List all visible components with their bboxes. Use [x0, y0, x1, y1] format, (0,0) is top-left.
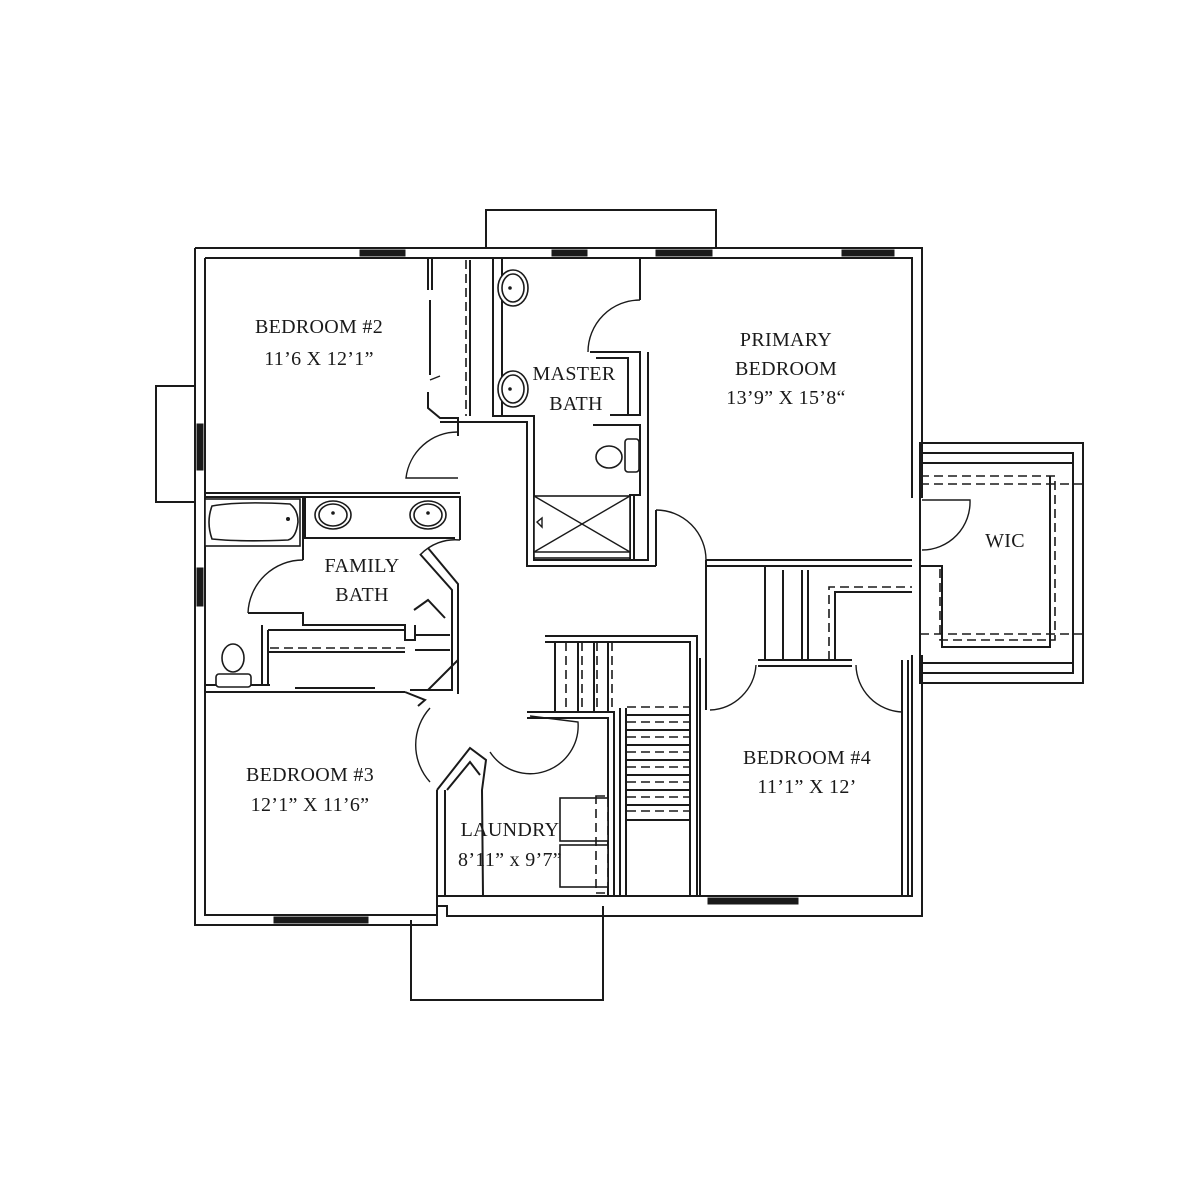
primary-name-line2: BEDROOM: [735, 358, 837, 380]
window: [707, 897, 799, 905]
window: [551, 249, 588, 257]
bedroom4-dimensions: 11’1” X 12’: [757, 776, 856, 798]
sink-icon: [413, 503, 443, 527]
door-primary-entry: [587, 299, 641, 353]
interior-walls: [205, 258, 912, 897]
laundry-name: LAUNDRY: [461, 819, 560, 841]
sink-icon: [501, 273, 525, 303]
left-bump-out: [155, 385, 196, 503]
window: [655, 249, 713, 257]
primary-dimensions: 13’9” X 15’8“: [726, 387, 845, 409]
bottom-porch: [410, 906, 604, 1001]
bedroom2-dimensions: 11’6 X 12’1”: [264, 348, 374, 370]
master-bath-name-line1: MASTER: [533, 363, 616, 385]
door-laundry: [489, 715, 579, 775]
window: [273, 916, 369, 924]
top-bump-out: [485, 209, 717, 249]
toilet-icon: [595, 445, 623, 469]
exterior-walls: [194, 247, 923, 926]
fixtures: [204, 269, 640, 894]
dryer-icon: [559, 844, 609, 888]
window: [359, 249, 406, 257]
room-labels: BEDROOM #2 11’6 X 12’1” PRIMARY BEDROOM …: [246, 316, 1025, 871]
window: [196, 423, 204, 471]
bathtub-icon: [208, 502, 299, 542]
doors: [247, 299, 903, 783]
wic-door-swing: [921, 499, 971, 551]
door-bedroom4-closet: [855, 664, 903, 713]
door-family-bath-hall: [419, 539, 461, 556]
primary-name-line1: PRIMARY: [740, 329, 832, 351]
master-bath-name-line2: BATH: [549, 393, 602, 415]
shower-icon: [533, 495, 631, 559]
window: [841, 249, 895, 257]
bedroom4-name: BEDROOM #4: [743, 747, 871, 769]
wic-wing: [919, 442, 1084, 684]
bedroom2-name: BEDROOM #2: [255, 316, 383, 338]
wic-name: WIC: [985, 530, 1025, 552]
door-wic-closet: [429, 375, 441, 381]
family-bath-name-line1: FAMILY: [325, 555, 400, 577]
stairs: [554, 642, 690, 821]
toilet-tank: [215, 673, 252, 688]
bedroom3-dimensions: 12’1” X 11’6”: [251, 794, 370, 816]
toilet-tank: [624, 438, 640, 473]
laundry-dimensions: 8’11” x 9’7”: [458, 849, 562, 871]
family-bath-name-line2: BATH: [335, 584, 388, 606]
bedroom3-name: BEDROOM #3: [246, 764, 374, 786]
sink-icon: [318, 503, 348, 527]
window: [196, 567, 204, 607]
washer-icon: [559, 797, 609, 842]
door-family-bath: [247, 559, 304, 614]
door-master-bath: [655, 509, 707, 561]
door-bedroom2: [405, 431, 459, 479]
door-bedroom4: [709, 664, 757, 711]
sink-icon: [501, 374, 525, 404]
door-bedroom3: [414, 707, 431, 783]
windows: [196, 249, 895, 924]
toilet-icon: [221, 643, 245, 673]
